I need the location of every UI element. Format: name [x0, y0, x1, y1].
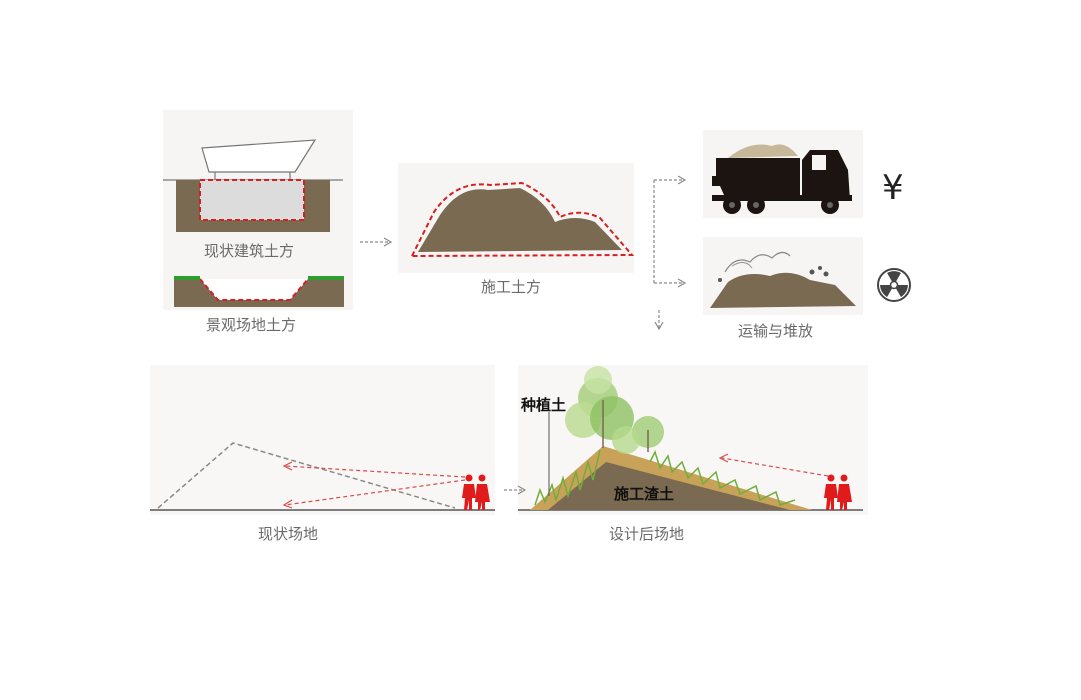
slag-core [548, 462, 790, 510]
label-construction-earthwork: 施工土方 [481, 278, 542, 296]
label-existing-site: 现状场地 [258, 525, 319, 543]
branch-arrows [653, 175, 687, 331]
grass-left [174, 276, 200, 280]
label-landscape-site-earthwork: 景观场地土方 [206, 316, 297, 334]
landscape-cut-outline [199, 278, 309, 301]
dump-truck-icon [712, 144, 852, 214]
grass-right [308, 276, 344, 280]
earth-pile-illustration [410, 181, 635, 258]
dirt-pile-illustration [710, 251, 856, 308]
panel-bg-existing-site [150, 365, 495, 515]
fumes [724, 251, 791, 273]
grass-tufts [534, 449, 796, 506]
label-planting-soil: 种植土 [521, 396, 567, 414]
existing-site-illustration [150, 442, 495, 511]
people-icon [824, 474, 852, 510]
building-outline [201, 139, 317, 173]
original-mound-outline [157, 442, 456, 509]
arrow-to-construction [360, 237, 393, 247]
arrow-to-designed-site [504, 485, 527, 495]
sightline-designed [721, 457, 829, 477]
designed-site-illustration [518, 366, 863, 511]
truck-load [728, 144, 798, 158]
radiation-icon [877, 268, 911, 302]
label-designed-site: 设计后场地 [609, 525, 685, 543]
label-transport-and-storage: 运输与堆放 [738, 322, 814, 340]
sightline-upper [284, 465, 466, 478]
label-construction-slag: 施工渣土 [614, 485, 675, 503]
sightline-lower [284, 479, 466, 506]
earth-pile-outline [410, 181, 635, 258]
dirt-pile [710, 272, 856, 308]
earth-pile [418, 188, 622, 252]
building-excavation-illustration [163, 139, 343, 232]
excavation-outline [199, 179, 305, 221]
basement-volume [200, 180, 304, 220]
tree-cluster-icon [565, 366, 664, 454]
yen-icon: ¥ [882, 168, 904, 208]
landscape-cut [200, 279, 308, 300]
landscape-excavation-illustration [174, 276, 344, 307]
label-existing-building-earthwork: 现状建筑土方 [204, 242, 295, 260]
people-icon [462, 474, 490, 510]
